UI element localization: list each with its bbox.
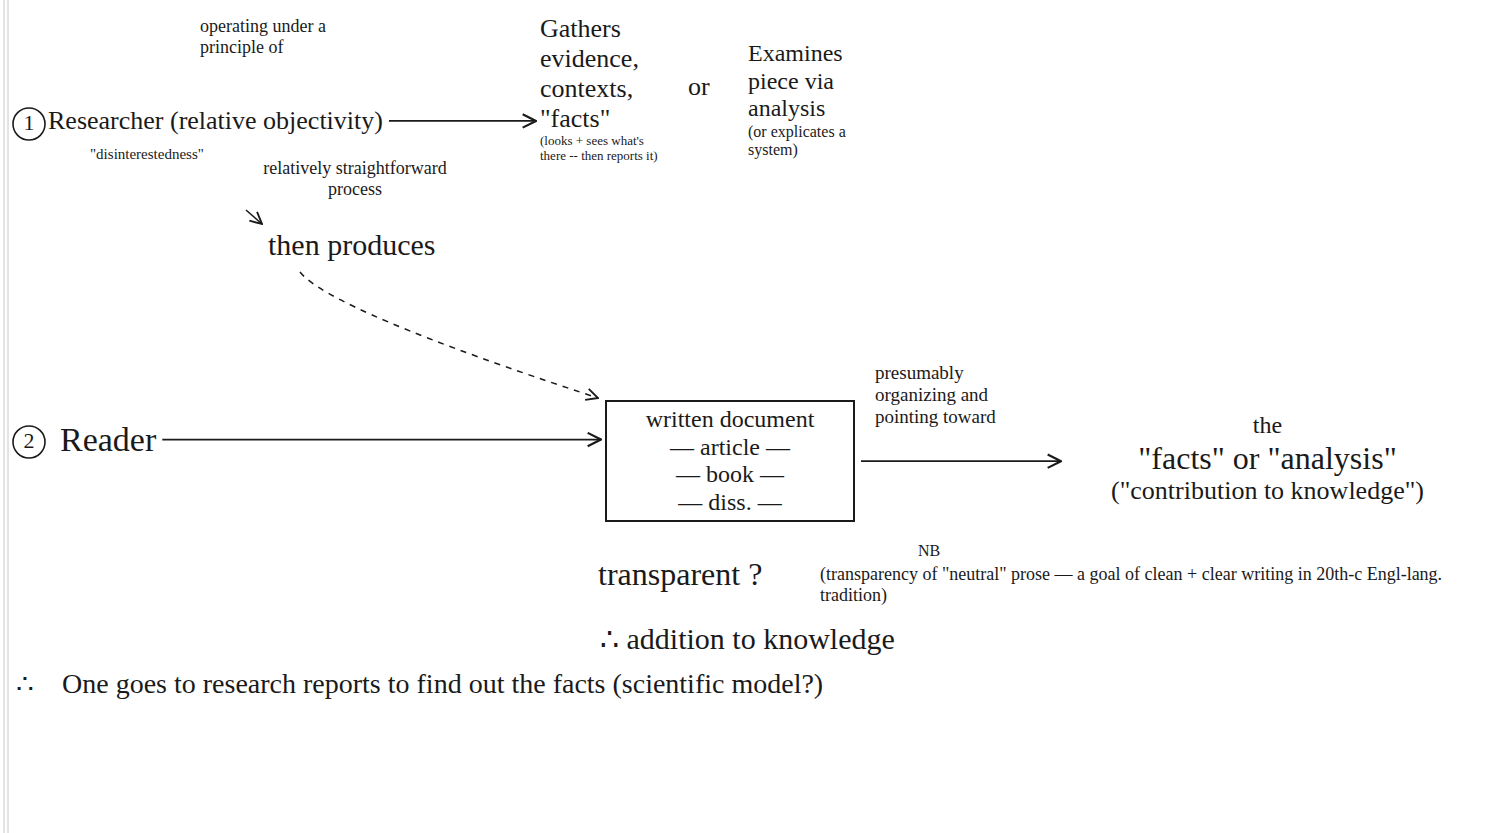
node-text: ("contribution to knowledge") bbox=[1065, 476, 1470, 506]
nota-bene-mark: NB bbox=[918, 542, 940, 560]
node-text: Reader bbox=[60, 420, 156, 459]
annotation: then produces bbox=[268, 228, 435, 263]
annotation: relatively straightforward process bbox=[235, 158, 475, 199]
node-text: — article — bbox=[617, 434, 843, 462]
edge-label: presumably organizing and pointing towar… bbox=[875, 362, 1015, 428]
callout-number: 1 bbox=[13, 110, 45, 135]
leader-arrow bbox=[246, 210, 262, 224]
node-text: Examines piece via analysis bbox=[748, 40, 888, 123]
node-text: the bbox=[1065, 412, 1470, 440]
node-text: Researcher (relative objectivity) bbox=[48, 106, 383, 136]
callout-circle bbox=[13, 426, 45, 458]
flow-arrow bbox=[389, 120, 536, 122]
callout-number: 2 bbox=[13, 428, 45, 453]
conclusion-note: One goes to research reports to find out… bbox=[62, 668, 823, 700]
annotation: operating under a principle of bbox=[200, 16, 380, 57]
activity-note: Gathers evidence, contexts, "facts"(look… bbox=[540, 14, 670, 163]
node-text: Gathers evidence, contexts, "facts" bbox=[540, 14, 670, 134]
callout-circle bbox=[13, 108, 45, 140]
dashed-leader-arrow bbox=[300, 272, 598, 398]
node-text: — diss. — bbox=[617, 489, 843, 517]
outcome-note: the"facts" or "analysis"("contribution t… bbox=[1065, 412, 1470, 506]
conclusion-note: ∴ addition to knowledge bbox=[600, 622, 895, 657]
activity-note: Examines piece via analysis(or explicate… bbox=[748, 40, 888, 160]
role-heading: Reader bbox=[60, 420, 156, 459]
node-text: "facts" or "analysis" bbox=[1065, 440, 1470, 477]
question-note: transparent ? bbox=[598, 556, 762, 593]
connective-word: or bbox=[688, 72, 710, 102]
node-text: (looks + sees what's there -- then repor… bbox=[540, 134, 670, 164]
node-text: (or explicates a system) bbox=[748, 123, 888, 160]
margin-line bbox=[8, 0, 9, 833]
annotation: (transparency of "neutral" prose — a goa… bbox=[820, 564, 1470, 605]
document-box: written document— article —— book —— dis… bbox=[605, 400, 855, 522]
therefore-mark: ∴ bbox=[16, 668, 34, 700]
flow-arrow bbox=[162, 439, 601, 441]
node-text: — book — bbox=[617, 461, 843, 489]
annotation: "disinterestedness" bbox=[90, 146, 204, 163]
role-heading: Researcher (relative objectivity) bbox=[48, 106, 383, 136]
node-text: written document bbox=[617, 406, 843, 434]
margin-line bbox=[4, 0, 5, 833]
flow-arrow bbox=[861, 460, 1061, 462]
